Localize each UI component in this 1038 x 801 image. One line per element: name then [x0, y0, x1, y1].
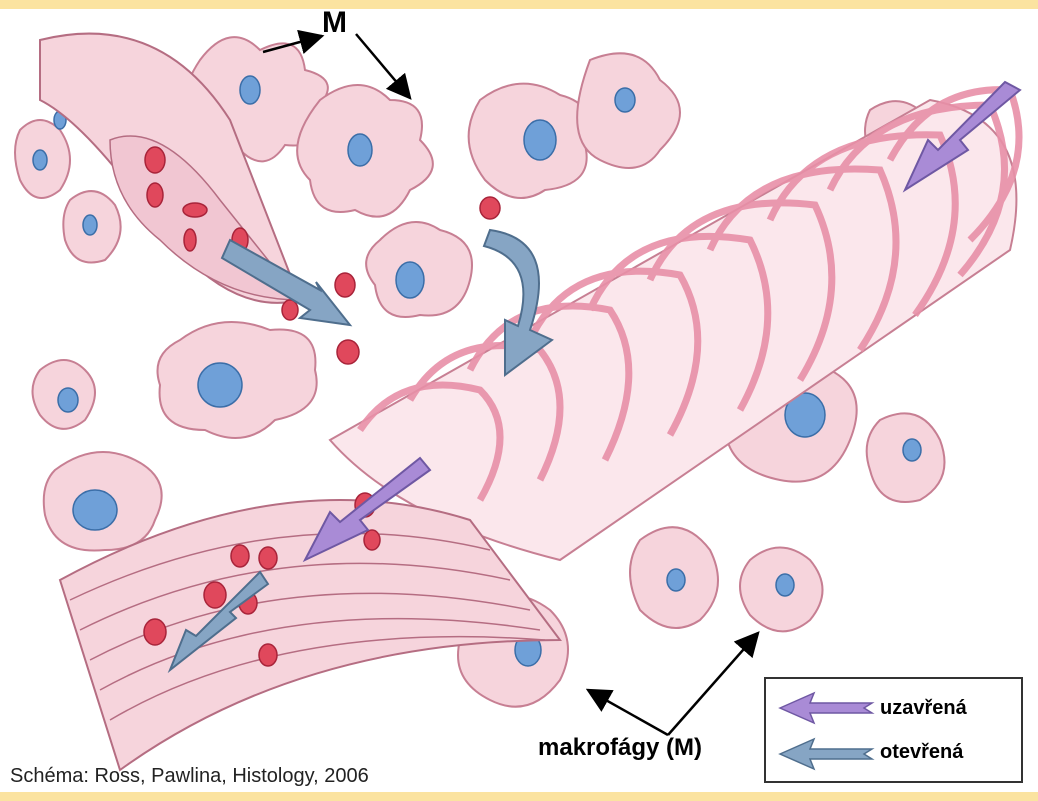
macrophage-short-label: M: [322, 6, 347, 40]
closed-arrow-icon: [776, 691, 876, 725]
legend-item-open: otevřená: [766, 735, 1021, 775]
legend-label-open: otevřená: [880, 741, 963, 764]
open-arrow-icon: [776, 737, 876, 771]
bottom-accent-bar: [0, 792, 1038, 801]
legend-box: uzavřená otevřená: [764, 677, 1023, 783]
legend-label-closed: uzavřená: [880, 697, 967, 720]
source-caption: Schéma: Ross, Pawlina, Histology, 2006: [10, 765, 369, 788]
macrophages-label: makrofágy (M): [538, 734, 702, 762]
legend-item-closed: uzavřená: [766, 689, 1021, 729]
